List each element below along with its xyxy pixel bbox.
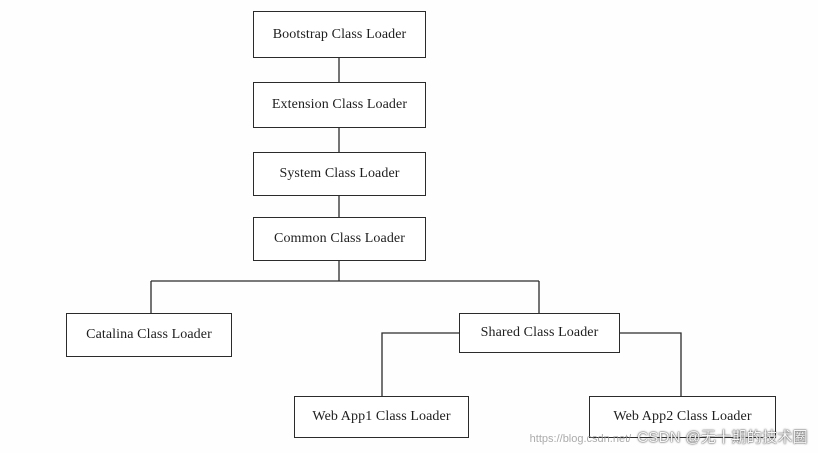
- shared-class-loader-label: Shared Class Loader: [480, 325, 599, 340]
- shared-class-loader-box: Shared Class Loader: [459, 313, 620, 353]
- system-class-loader-label: System Class Loader: [279, 166, 400, 181]
- common-class-loader-box: Common Class Loader: [253, 217, 426, 261]
- catalina-class-loader-box: Catalina Class Loader: [66, 313, 232, 357]
- webapp1-class-loader-label: Web App1 Class Loader: [312, 409, 451, 424]
- bootstrap-class-loader-box: Bootstrap Class Loader: [253, 11, 426, 58]
- watermark-brand: CSDN @无十期的技术圈: [637, 429, 808, 446]
- edge-shared-webapp2: [620, 332, 682, 396]
- webapp2-class-loader-box: Web App2 Class Loader: [589, 396, 776, 438]
- extension-class-loader-label: Extension Class Loader: [271, 97, 408, 112]
- edge-shared-webapp1: [381, 332, 459, 396]
- csdn-watermark: https://blog.csdn.net/ CSDN @无十期的技术圈: [530, 426, 808, 447]
- webapp2-class-loader-label: Web App2 Class Loader: [613, 409, 752, 424]
- catalina-class-loader-label: Catalina Class Loader: [86, 327, 212, 342]
- common-class-loader-label: Common Class Loader: [274, 231, 405, 246]
- system-class-loader-box: System Class Loader: [253, 152, 426, 196]
- webapp1-class-loader-box: Web App1 Class Loader: [294, 396, 469, 438]
- bootstrap-class-loader-label: Bootstrap Class Loader: [272, 26, 407, 42]
- extension-class-loader-box: Extension Class Loader: [253, 82, 426, 128]
- watermark-url: https://blog.csdn.net/: [529, 433, 632, 445]
